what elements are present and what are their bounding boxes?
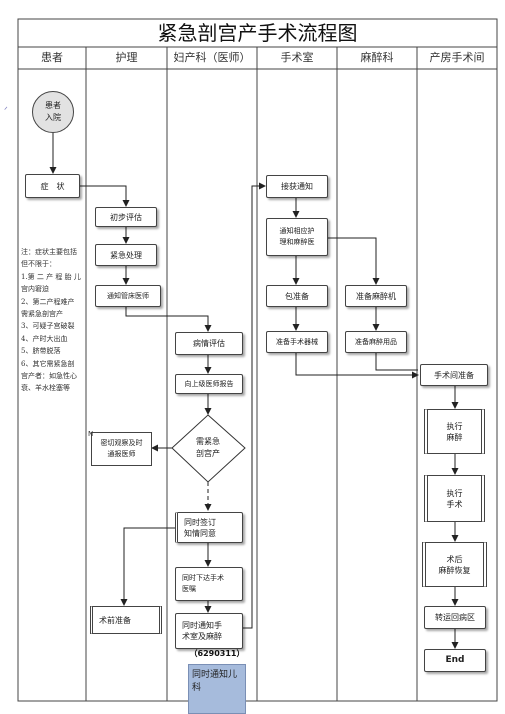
report-superior-box: 向上级医师报告 [175,374,243,394]
note-line: 2、第二产程难产 [21,297,75,306]
room-ready-box: 手术间准备 [420,364,488,386]
note-line: 4、产时大出血 [21,334,68,343]
start-node: 患者 入院 [32,91,74,133]
instruments-box: 准备手术器械 [266,331,328,353]
anesthesia-machine-box: 准备麻醉机 [345,285,407,307]
anesthetize-box: 执行 麻醉 [424,409,485,454]
note-line: 宫产者：如急性心 [21,372,77,381]
arrow-consent-preop [120,527,175,606]
condition-assessment-box: 病情评估 [175,332,243,355]
wrap-prep-box: 包准备 [266,285,328,307]
lane-header-delivery-room: 产房手术间 [429,51,485,64]
emergency-handling-box: 紧急处理 [95,244,157,266]
start-node-label: 患者 入院 [45,101,61,122]
consent-box: 同时签订 知情同意 [175,512,243,543]
arrow-instruments-ready [295,353,419,379]
phone-number: （6290311） [189,649,245,658]
note-line: 5、脐带脱落 [21,347,61,356]
transfer-box: 转运回病区 [424,606,486,629]
arrow-notifyor-receive [243,182,266,629]
receive-notice-box: 接获通知 [266,175,328,198]
symptom-box: 症 状 [25,174,80,198]
notify-doctor-box: 通知管床医师 [95,285,161,307]
notify-or-box: 同时通知手 术室及麻醉 [175,613,243,649]
lane-header-patient: 患者 [41,51,63,64]
margin-mark: ᐟ [4,106,8,116]
note-line: 宫内窘迫 [21,285,49,294]
surgery-box: 执行 手术 [424,475,485,522]
decision-diamond [171,414,246,483]
note-line: 需紧急剖宫产 [21,310,63,319]
lane-header-obstetrics: 妇产科（医师） [173,51,251,64]
note-line: 注：症状主要包括 [21,248,77,256]
recovery-box: 术后 麻醉恢复 [422,542,487,587]
observe-report-box: 密切观察及时 通报医师 [91,432,152,466]
page-title: 紧急剖宫产手术流程图 [157,21,358,45]
initial-assessment-box: 初步评估 [95,207,157,227]
preop-box: 术前准备 [90,606,162,634]
lane-header-or: 手术室 [280,51,314,64]
symptom-note: 注：症状主要包括 但不限于： 1.第 二 产 程 胎 儿 宫内窘迫 2、第二产程… [21,246,87,395]
end-node: End [424,649,486,672]
note-line: 衰、羊水栓塞等 [21,384,70,393]
notify-pediatrics-box: 同时通知儿 科 [188,664,246,714]
anesthesia-supplies-box: 准备麻醉用品 [345,331,407,353]
arrow-nurse-machine [327,237,380,285]
decision-label: 需紧急 剖宫产 [196,437,220,458]
arrow-notify-assess [125,307,212,332]
note-line: 1.第 二 产 程 胎 儿 [21,272,81,281]
order-box: 同时下达手术 医嘱 [175,567,243,601]
arrow-supplies-ready [375,353,418,371]
lane-header-nursing: 护理 [115,51,138,64]
lane-header-anesthesia: 麻醉科 [360,51,394,64]
note-line: 6、其它需紧急剖 [21,359,75,368]
note-line: 但不限于： [21,260,56,269]
notify-nurse-box: 通知相应护 理和麻醉医 [266,218,328,256]
arrow-symptom-initial [80,185,130,207]
note-line: 3、可疑子宫破裂 [21,322,75,331]
n-mark: N [88,430,94,438]
